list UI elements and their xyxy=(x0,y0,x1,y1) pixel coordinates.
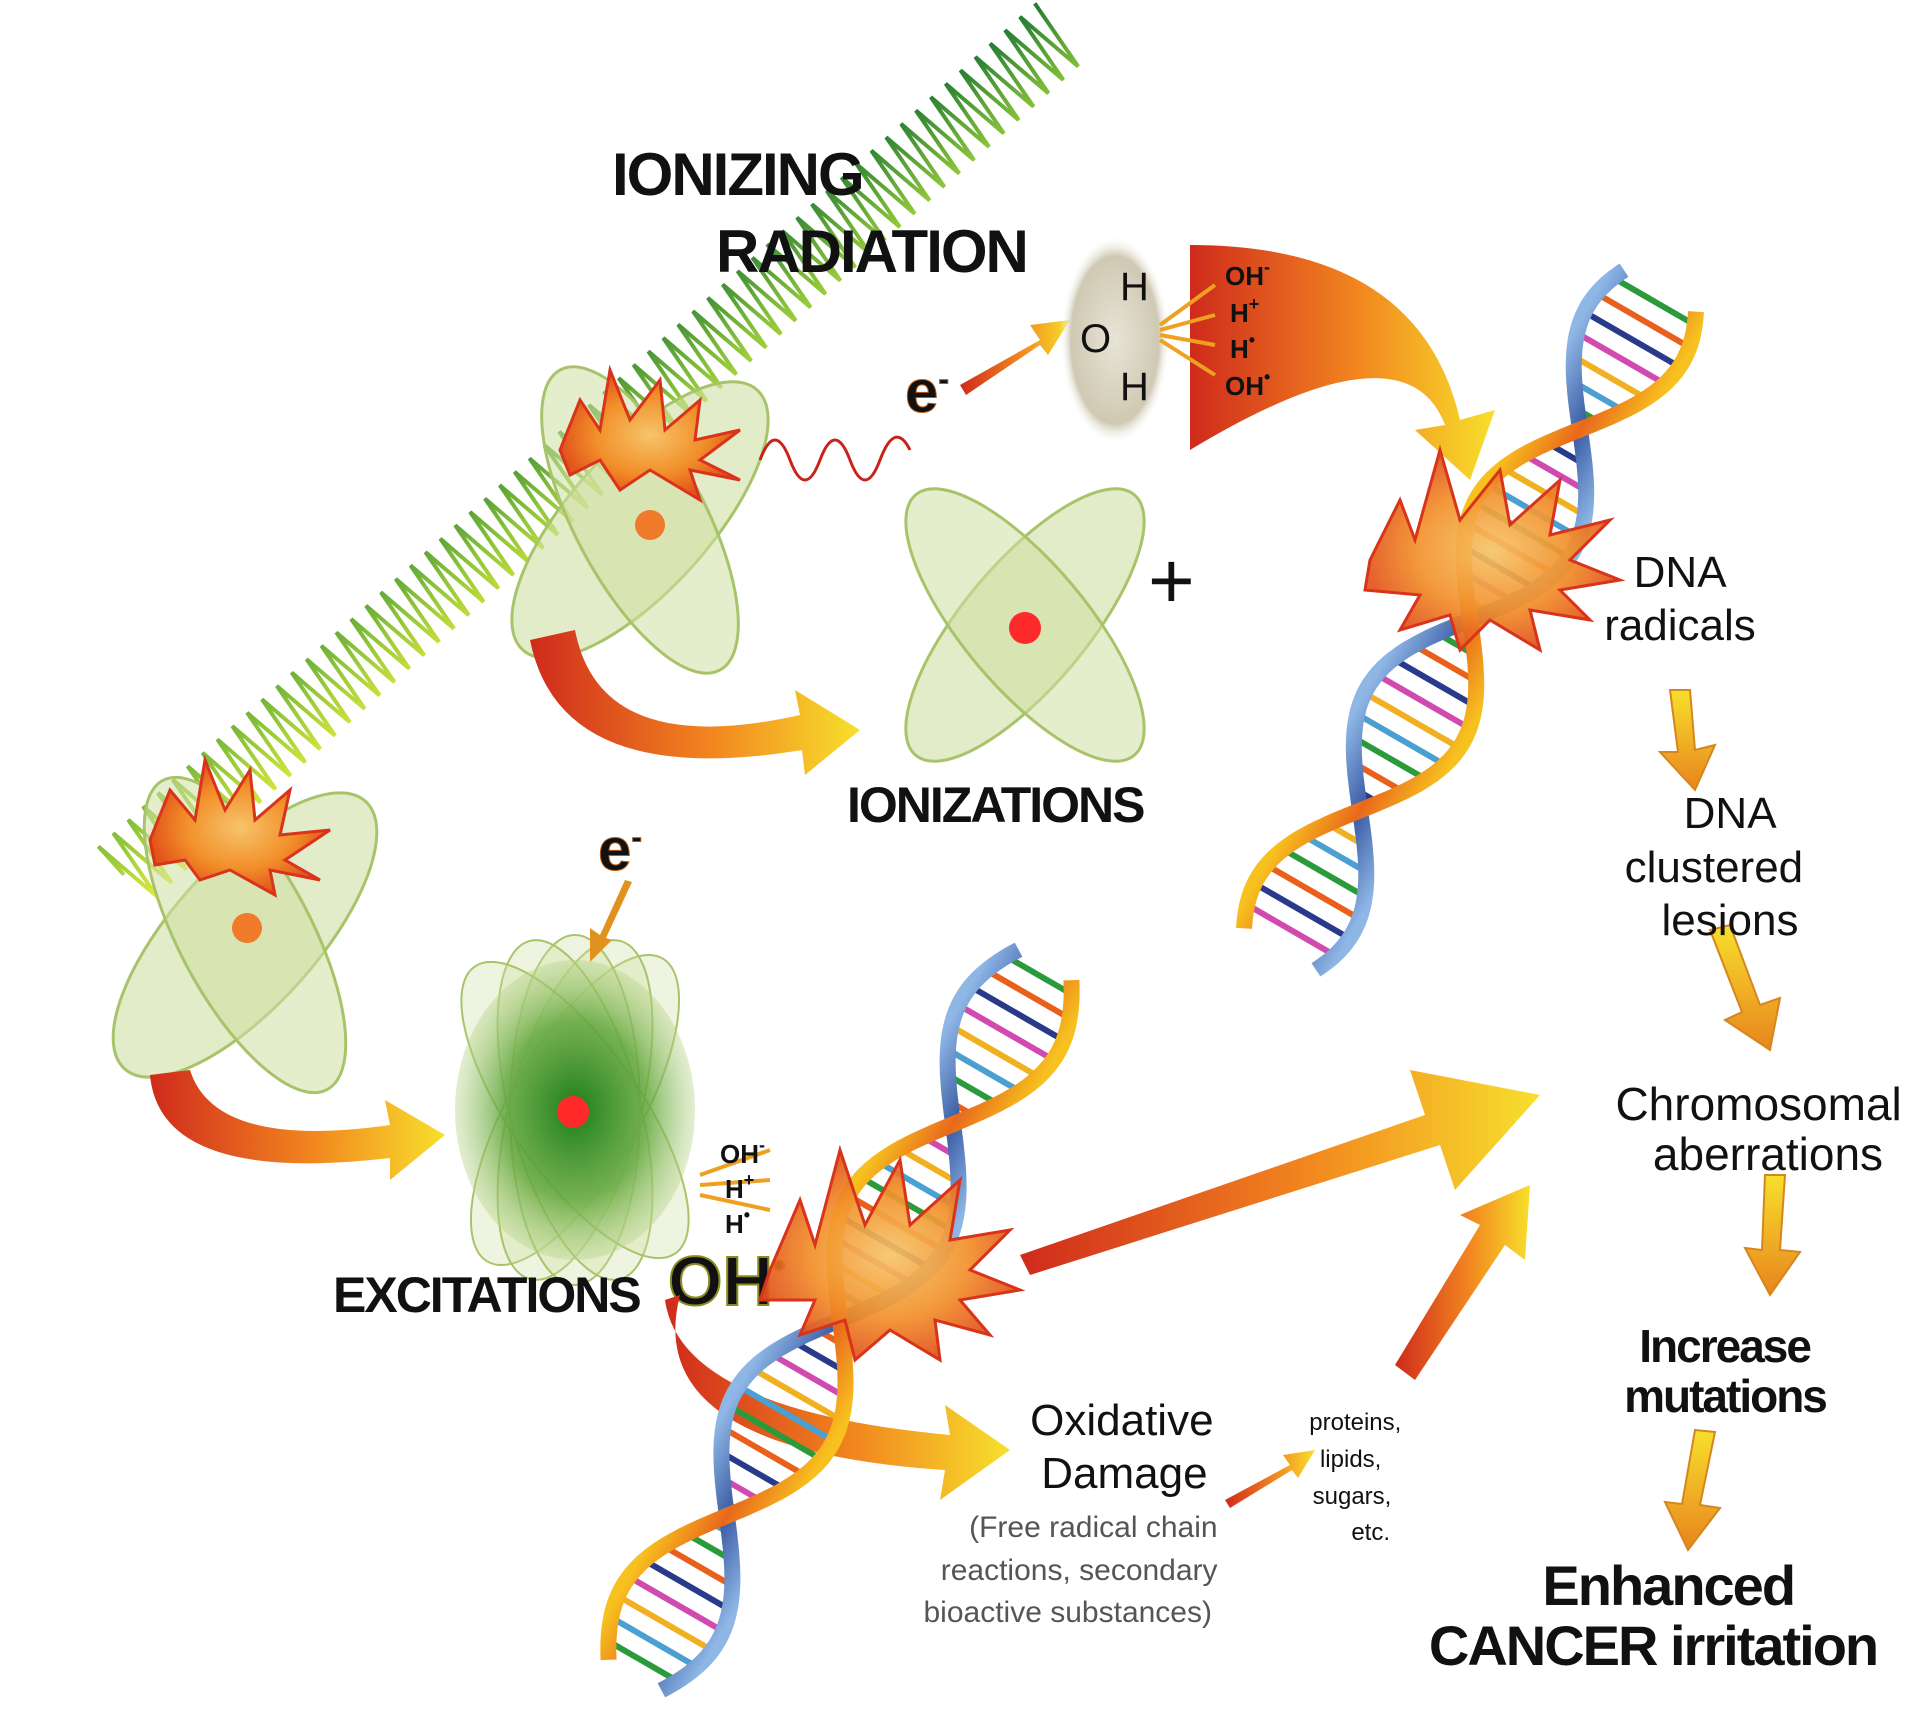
dna-base-pair xyxy=(606,1638,680,1684)
dna-base-pair xyxy=(957,1002,1055,1063)
radiation-label: RADIATION xyxy=(716,218,1027,285)
arrow-to-excitations xyxy=(150,1070,445,1180)
electron-to-water-arrow xyxy=(960,320,1070,395)
dna-base-pair xyxy=(751,1366,843,1423)
nucleus-excited xyxy=(557,1096,589,1128)
svg-text:OH-: OH- xyxy=(720,1135,765,1169)
dna-base-pair xyxy=(1245,902,1337,958)
dna-base-pair xyxy=(616,1593,714,1653)
splash-dna-upper xyxy=(1363,444,1626,654)
water-molecule: H O H xyxy=(1060,235,1170,445)
svg-text:OH-: OH- xyxy=(1225,257,1270,291)
dna-clustered-lesions-label: DNA clustered lesions xyxy=(1625,789,1816,945)
dna-base-pair xyxy=(769,1351,847,1400)
arrow-to-oxidative-damage xyxy=(665,1295,1010,1500)
excited-atom xyxy=(455,934,695,1286)
dna-base-pair xyxy=(1412,642,1478,684)
excitations-label: EXCITATIONS xyxy=(333,1267,640,1323)
dna-base-pair xyxy=(1302,833,1368,875)
svg-text:O: O xyxy=(1080,317,1111,361)
radiolysis-products-bottom: OH- H+ H• xyxy=(720,1135,765,1239)
dna-base-pair xyxy=(1355,711,1447,768)
radiolysis-products-top: OH- H+ H• OH• xyxy=(1225,257,1270,401)
arrow-biomolecules-to-chromosomal xyxy=(1395,1185,1530,1380)
svg-text:H+: H+ xyxy=(725,1170,754,1204)
svg-text:H: H xyxy=(1120,365,1149,409)
biomolecules-label: proteins, lipids, sugars, etc. xyxy=(1309,1409,1408,1546)
dna-base-pair xyxy=(1363,690,1461,751)
dna-base-pair xyxy=(1572,354,1648,401)
dna-base-pair xyxy=(1501,465,1587,518)
oxidative-damage-label: Oxidative Damage (Free radical chain rea… xyxy=(924,1396,1223,1629)
dna-base-pair xyxy=(1281,846,1367,900)
dna-base-pair xyxy=(719,1449,787,1492)
splash-upper xyxy=(558,364,741,504)
dna-base-pair xyxy=(946,1047,1022,1094)
nucleus-ionized xyxy=(1009,612,1041,644)
svg-text:OH•: OH• xyxy=(1225,367,1270,401)
ionizing-label: IONIZING xyxy=(612,141,863,208)
ionizations-label: IONIZATIONS xyxy=(847,777,1144,833)
dna-base-pair xyxy=(984,967,1072,1021)
electron-to-excited-arrow xyxy=(590,880,632,962)
chain-arrows xyxy=(1657,689,1802,1552)
dna-base-pair xyxy=(1375,672,1471,731)
radiolysis-sparks-top xyxy=(1158,283,1217,377)
radiolysis-arc-arrow xyxy=(1190,245,1495,480)
dna-base-pair xyxy=(642,1557,732,1613)
hydroxyl-radical-label: OH• xyxy=(668,1242,786,1320)
electron-top: e- xyxy=(905,358,949,425)
dna-base-pair xyxy=(609,1614,699,1670)
svg-text:H•: H• xyxy=(1230,330,1255,364)
arrow-to-chromosomal-aberrations xyxy=(1020,1070,1540,1275)
dna-base-pair xyxy=(897,1146,961,1186)
plus-sign: + xyxy=(1148,536,1195,625)
nucleus-lower xyxy=(232,913,262,943)
splash-lower xyxy=(148,754,331,898)
arrow-to-ionizations xyxy=(530,630,860,775)
dna-base-pair xyxy=(949,1023,1041,1080)
electron-path xyxy=(758,435,912,482)
dna-base-pair xyxy=(662,1543,734,1589)
dna-base-pair xyxy=(968,983,1066,1043)
dna-radicals-label: DNA radicals xyxy=(1604,548,1756,650)
dna-base-pair xyxy=(727,1403,823,1462)
svg-text:H: H xyxy=(1120,265,1149,309)
dna-base-pair xyxy=(1611,275,1697,328)
dna-base-pair xyxy=(627,1574,725,1634)
dna-base-pair xyxy=(1253,880,1351,941)
dna-base-pair xyxy=(1352,735,1428,782)
dna-base-pair xyxy=(1391,656,1477,709)
dna-base-pair xyxy=(1265,862,1361,922)
dna-base-pair xyxy=(1595,290,1691,350)
dna-base-pair xyxy=(721,1425,807,1478)
nucleus-upper xyxy=(635,510,665,540)
chromosomal-aberrations-label: Chromosomal aberrations xyxy=(1615,1078,1914,1180)
svg-text:H+: H+ xyxy=(1230,294,1259,328)
enhanced-cancer-label: Enhanced CANCER irritation xyxy=(1429,1554,1877,1677)
dna-base-pair xyxy=(1004,953,1074,997)
radiolysis-sparks-bottom xyxy=(699,1148,771,1212)
dna-base-pair xyxy=(1522,452,1588,494)
dna-base-pair xyxy=(791,1338,847,1375)
electron-bottom: e- xyxy=(598,816,642,883)
ionized-atom xyxy=(904,487,1146,763)
svg-text:H•: H• xyxy=(725,1205,750,1239)
dna-base-pair xyxy=(1583,309,1681,370)
splash-dna-lower xyxy=(757,1144,1026,1363)
dna-base-pair xyxy=(736,1383,836,1444)
dna-base-pair xyxy=(1575,330,1667,387)
arrow-oxidative-to-biomolecules xyxy=(1225,1450,1315,1508)
increase-mutations-label: Increase mutations xyxy=(1624,1320,1826,1422)
